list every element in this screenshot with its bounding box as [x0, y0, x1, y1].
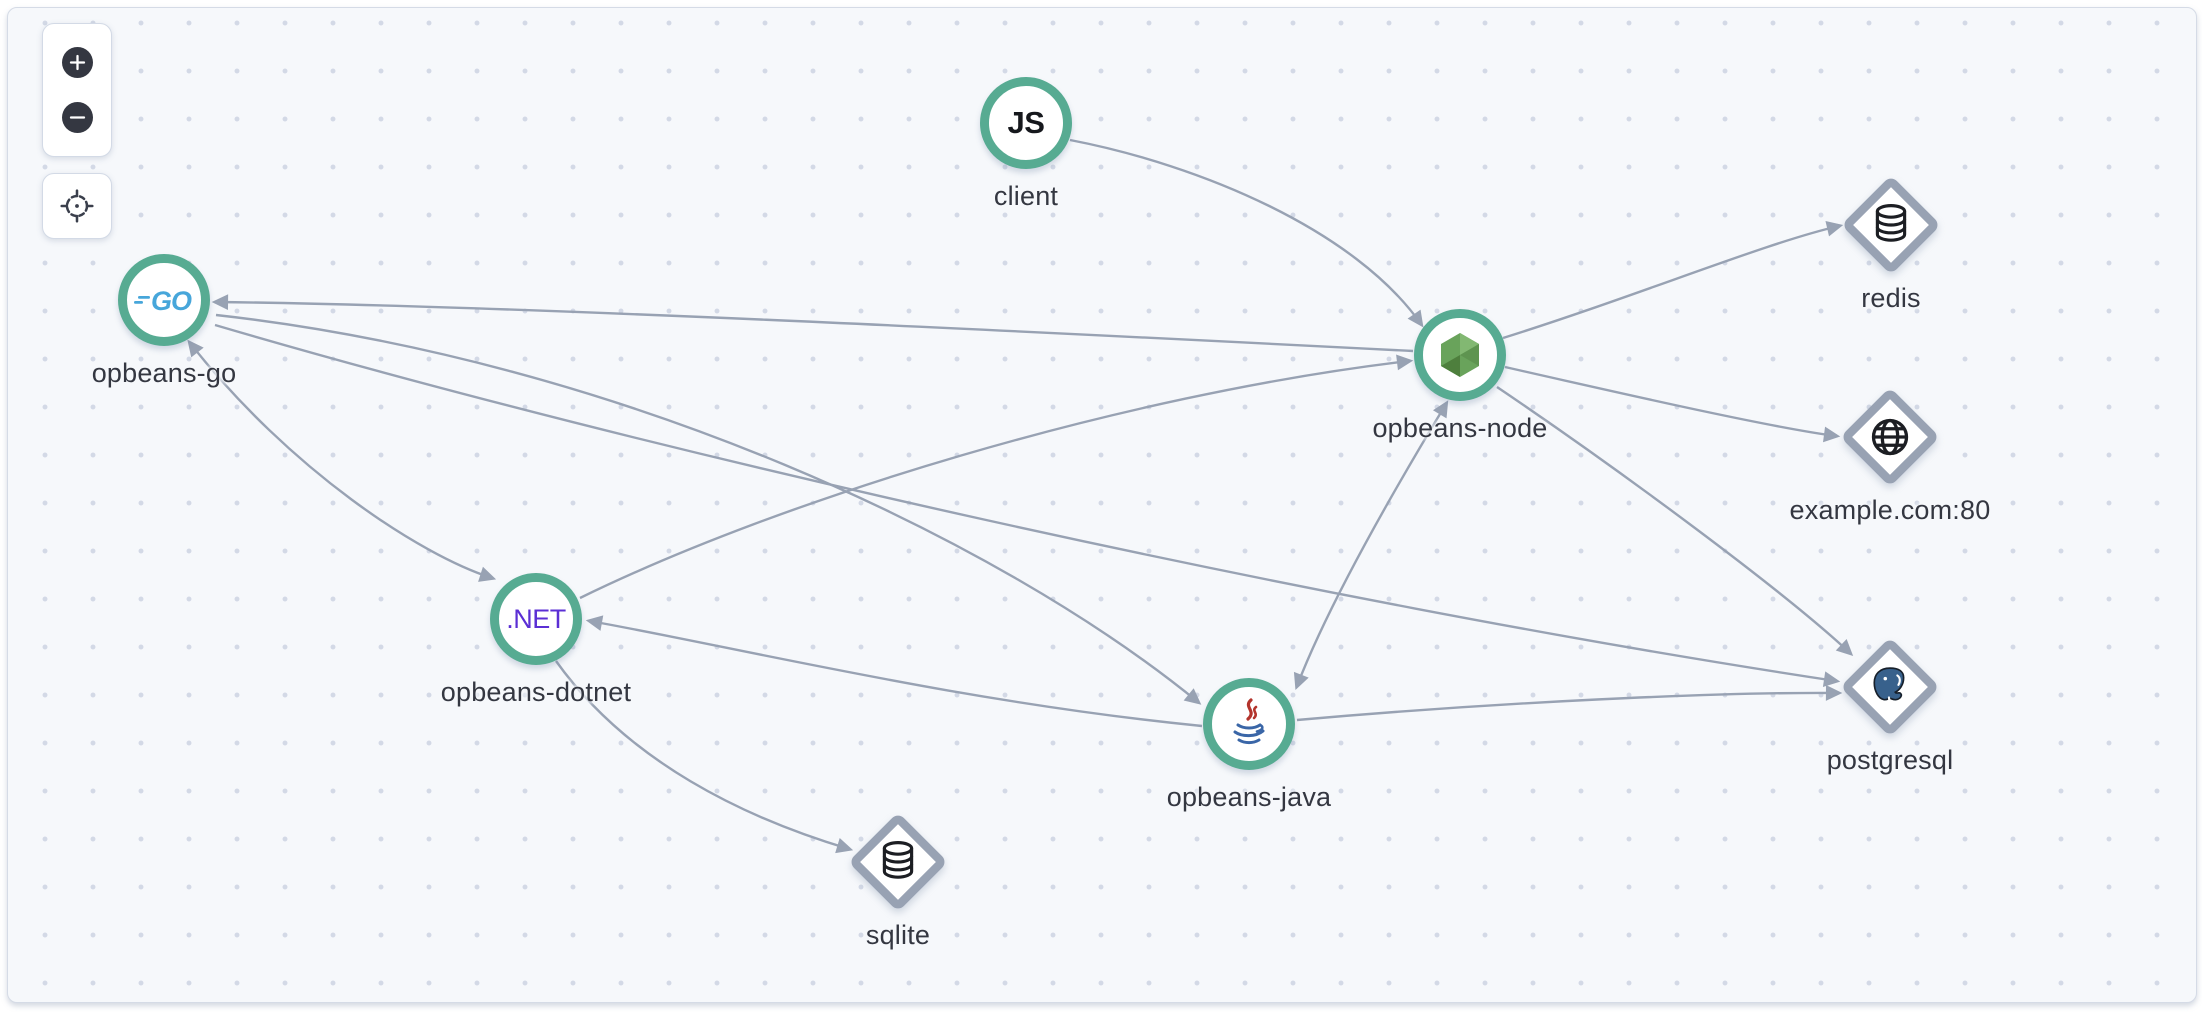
database-icon	[879, 840, 917, 884]
postgresql-icon	[1869, 665, 1911, 709]
node-redis[interactable]	[1836, 170, 1946, 280]
zoom-out-button[interactable]	[61, 101, 93, 133]
zoom-in-button[interactable]	[61, 47, 93, 79]
center-control-panel	[42, 173, 112, 239]
svg-text:GO: GO	[151, 286, 192, 316]
node-opbeans-java[interactable]	[1203, 678, 1295, 770]
zoom-control-panel	[42, 23, 112, 157]
node-client[interactable]: JS	[980, 77, 1072, 169]
node-label-sqlite: sqlite	[865, 920, 931, 950]
node-sqlite[interactable]	[843, 807, 953, 917]
globe-icon	[1868, 415, 1912, 459]
node-label-postgresql: postgresql	[1826, 745, 1954, 775]
nodejs-icon	[1437, 330, 1483, 380]
database-icon	[1872, 203, 1910, 247]
dotnet-icon: .NET	[506, 603, 566, 634]
node-opbeans-go[interactable]: GO	[118, 254, 210, 346]
node-label-example.com:80: example.com:80	[1789, 495, 1991, 525]
node-label-redis: redis	[1861, 283, 1921, 313]
node-label-opbeans-node: opbeans-node	[1372, 413, 1548, 443]
node-label-opbeans-java: opbeans-java	[1166, 782, 1332, 812]
javascript-icon: JS	[1007, 105, 1045, 140]
minus-icon	[69, 109, 86, 126]
node-label-opbeans-go: opbeans-go	[91, 358, 237, 388]
crosshair-icon	[58, 187, 96, 225]
node-postgresql[interactable]	[1835, 632, 1945, 742]
node-example.com:80[interactable]	[1835, 382, 1945, 492]
center-on-map-button[interactable]	[57, 186, 97, 226]
node-label-client: client	[993, 181, 1059, 211]
java-icon	[1229, 698, 1269, 750]
plus-icon	[69, 54, 86, 71]
node-label-opbeans-dotnet: opbeans-dotnet	[440, 677, 632, 707]
node-opbeans-dotnet[interactable]: .NET	[490, 573, 582, 665]
go-icon: GO	[133, 281, 195, 319]
node-opbeans-node[interactable]	[1414, 309, 1506, 401]
